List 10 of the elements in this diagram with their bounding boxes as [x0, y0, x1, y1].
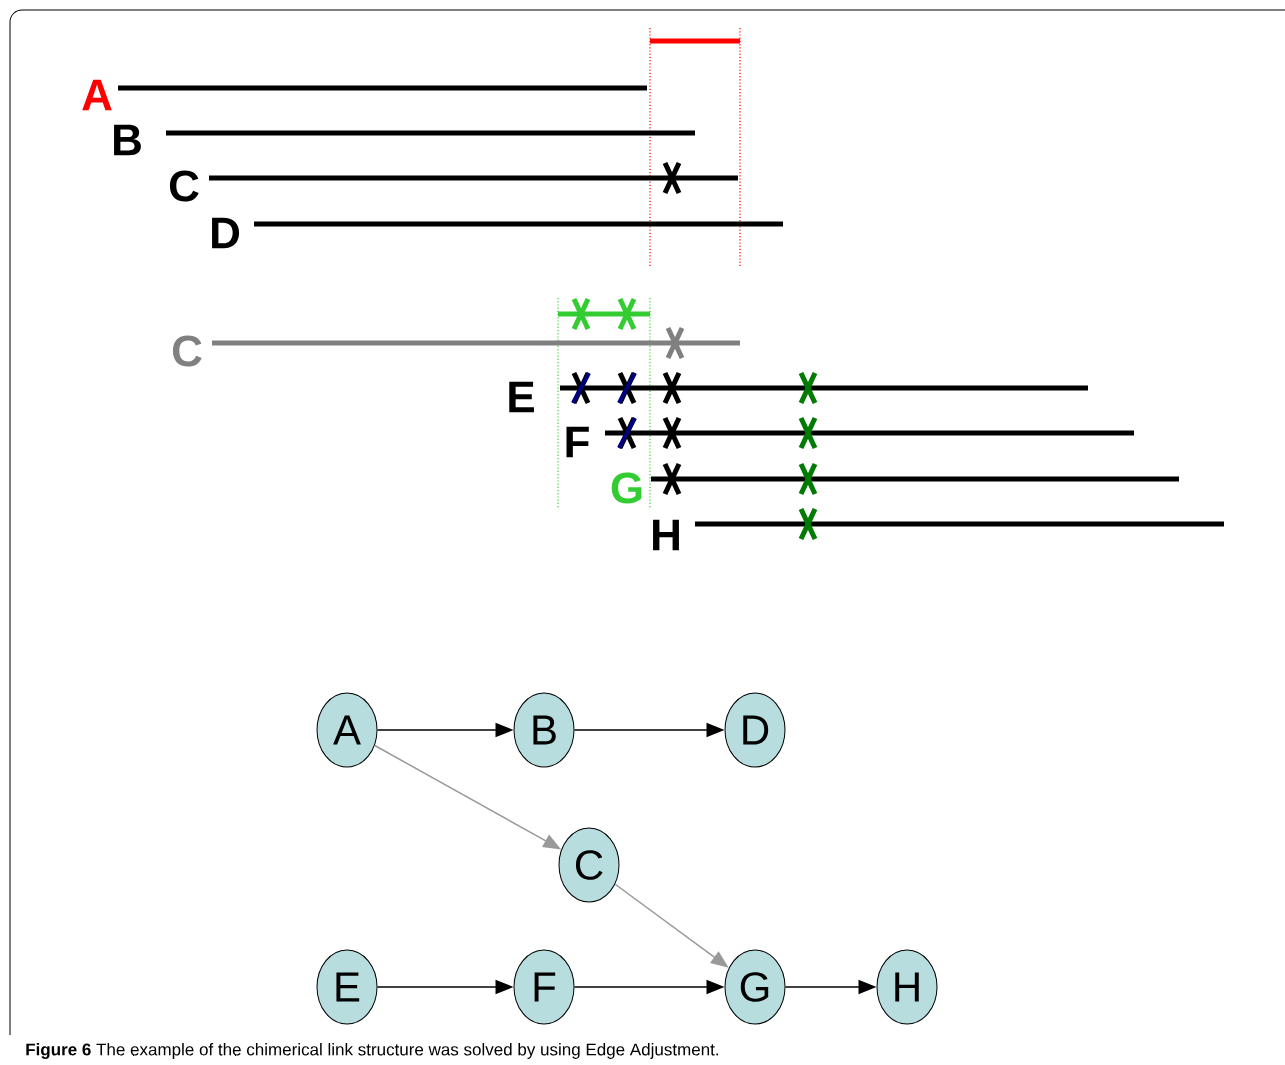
- segment-label: C: [169, 170, 199, 202]
- segment-label: B: [114, 124, 141, 156]
- segment-label: G: [611, 472, 642, 504]
- segment-label: F: [566, 426, 589, 458]
- segment-label: H: [653, 519, 679, 551]
- segment-label: D: [212, 217, 240, 249]
- segment-label: E: [509, 381, 534, 413]
- segment-label: C: [172, 335, 202, 367]
- segment-label: A: [82, 79, 112, 111]
- figure-caption: Figure 6 The example of the chimerical link structure was solved by using Edge Adjustment.: [26, 1043, 719, 1059]
